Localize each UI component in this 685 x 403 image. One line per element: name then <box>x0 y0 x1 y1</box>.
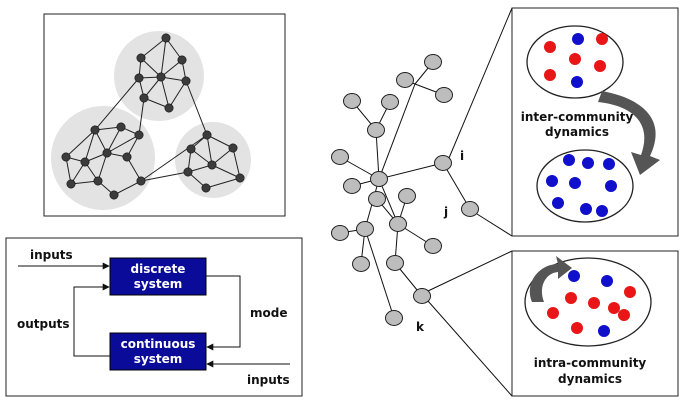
mode-label: mode <box>250 306 287 320</box>
swap-arrow-icon <box>529 256 572 302</box>
tree-network: i j k <box>331 54 479 334</box>
curved-arrow-icon <box>598 91 660 175</box>
community-left <box>51 106 155 210</box>
discrete-label-line1: discrete <box>131 262 186 276</box>
hybrid-arrows <box>18 262 290 368</box>
network-nodes <box>61 33 245 200</box>
outputs-feedback-arrow <box>73 283 110 357</box>
inter-community-panel: inter-community dynamics <box>511 7 679 237</box>
community-intra <box>524 257 652 347</box>
discrete-system-box <box>109 257 207 296</box>
intra-community-panel: intra-community dynamics <box>511 250 679 397</box>
discrete-label-line2: system <box>134 277 183 291</box>
intra-label-line1: intra-community <box>534 356 647 370</box>
outputs-label: outputs <box>17 317 70 331</box>
label-j: j <box>443 205 448 219</box>
node-i <box>434 155 452 171</box>
node-j <box>461 201 479 217</box>
label-i: i <box>460 149 464 163</box>
callout-lines <box>427 7 513 397</box>
blue-dots <box>546 154 617 217</box>
inputs-bottom-label: inputs <box>247 373 290 387</box>
inter-label-line2: dynamics <box>545 125 609 139</box>
inputs-top-label: inputs <box>30 248 73 262</box>
label-k: k <box>416 320 425 334</box>
node-k <box>413 288 431 304</box>
tree-nodes <box>331 54 479 326</box>
continuous-system-box <box>109 332 207 371</box>
continuous-label-line1: continuous <box>121 337 196 351</box>
continuous-label-line2: system <box>134 352 183 366</box>
inter-label-line1: inter-community <box>521 110 634 124</box>
tree-hub <box>370 171 388 187</box>
mixed-dots <box>544 33 608 88</box>
mode-arrow <box>206 275 241 351</box>
hybrid-system-panel: discrete system continuous system inputs… <box>5 237 303 397</box>
intra-label-line2: dynamics <box>558 372 622 386</box>
community-right <box>175 122 251 198</box>
community-network-panel <box>43 13 286 217</box>
intra-dots <box>547 270 636 337</box>
